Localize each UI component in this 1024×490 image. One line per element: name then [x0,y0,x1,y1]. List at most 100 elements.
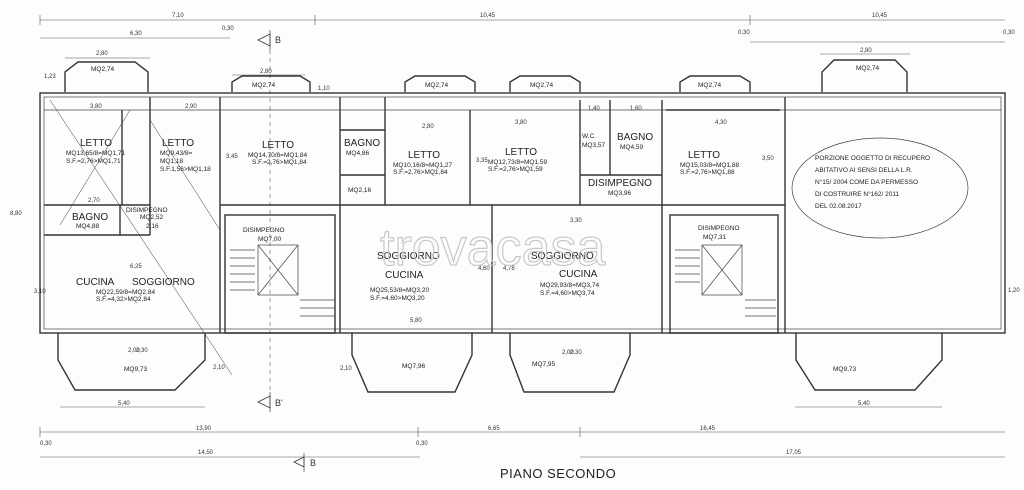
note-line: PORZIONE OGGETTO DI RECUPERO [815,155,930,162]
room-area: S.F.=4,60>MQ3,20 [370,295,425,302]
section-markers: B B' B [257,30,316,472]
dim-label: 8,80 [10,211,22,217]
room-area: S.F.=2,76>MQ1,84 [393,169,448,176]
dim-label: 2,10 [213,365,225,371]
page-title: PIANO SECONDO [500,466,616,481]
section-label: B [275,35,281,45]
dim-label: 1,23 [44,74,56,80]
note-line: DI COSTRUIRE N°162/ 2011 [815,190,900,198]
room-area: MQ14,70/8=MQ1,84 [248,152,307,159]
bottom-dimensions: 5,40 5,40 13,90 6,65 16,45 0,30 0,30 14,… [39,401,1005,458]
dim-label: 13,90 [196,426,212,432]
dim-label: 3,45 [226,154,238,160]
room-area: MQ2,16 [348,187,372,194]
room-name: CUCINA [76,277,115,288]
watermark: trovacasa [380,219,606,277]
room-area: MQ29,93/8=MQ3,74 [540,282,599,289]
room-area: MQ2,52 [140,214,164,221]
dim-label: 0,30 [1003,30,1015,36]
dim-label: 16,45 [700,426,716,432]
dim-label: 4,78 [503,266,515,272]
room-area: S.F.1,56>MQ1,18 [160,166,211,173]
dim-label: 17,05 [786,450,802,456]
dim-label: 0,30 [738,30,750,36]
room-name: LETTO [688,150,720,161]
room-name: LETTO [80,138,112,149]
room-area: S.F.=2,76>MQ1,84 [252,159,307,166]
dim-label: 0,30 [416,441,428,447]
dim-label: 5,80 [410,318,422,324]
building-outline [39,92,1006,334]
dim-label: 1,20 [1008,288,1020,294]
room-name: DISIMPEGNO [698,225,740,232]
dim-label: 2,30 [136,348,148,354]
dim-label: 2,80 [96,51,108,57]
dim-label: 2,80 [860,48,872,54]
dim-label: 2,30 [570,350,582,356]
balcony-area: MQ9,73 [124,366,148,373]
dim-label: 2,70 [88,198,100,204]
room-area: MQ1,18 [160,158,184,165]
dim-label: 2,00 [562,350,574,356]
room-area: MQ7,31 [703,234,727,241]
room-name: SOGGIORNO [531,251,594,262]
room-area: MQ13,65/8=MQ1,71 [66,150,125,157]
room-area: S.F.=2,76>MQ1,88 [680,169,735,176]
room-area: MQ22,59/8=MQ2,84 [96,289,155,296]
room-name: BAGNO [72,212,108,223]
room-area: S.F.=2,76>MQ1,71 [66,158,121,165]
dim-label: 3,10 [34,289,46,295]
dim-label: 0,30 [222,26,234,32]
room-name: W.C. [582,133,596,140]
room-name: DISIMPEGNO [588,178,652,189]
balcony-area: MQ2,74 [698,82,722,89]
dim-label: 6,65 [488,426,500,432]
dim-label: 0,30 [40,441,52,447]
dim-label: 14,50 [198,450,214,456]
dim-label: 6,25 [130,264,142,270]
diagonal-marks [49,99,233,376]
room-name: CUCINA [559,269,598,280]
dim-label: 2,10 [340,366,352,372]
balcony-area: MQ2,74 [425,82,449,89]
room-name: DISIMPEGNO [243,227,285,234]
room-area: 2,16 [146,223,159,230]
dim-label: 2,80 [260,69,272,75]
recovery-note: PORZIONE OGGETTO DI RECUPERO ABITATIVO A… [791,137,969,239]
dim-label: 4,60 [478,266,490,272]
top-balconies: MQ2,74 MQ2,74 MQ2,74 MQ2,74 MQ2,74 MQ2,7… [64,59,908,92]
dim-label: 2,80 [422,124,434,130]
room-name: BAGNO [617,132,653,143]
room-name: LETTO [262,140,294,151]
room-area: MQ15,03/8=MQ1,88 [680,162,739,169]
room-name: LETTO [505,147,537,158]
staircase-left [224,214,336,334]
balcony-area: MQ2,74 [530,82,554,89]
room-name: BAGNO [344,138,380,149]
dim-label: 3,30 [570,218,582,224]
room-area: S.F.=2,76>MQ1,59 [488,166,543,173]
room-area: S.F.=4,32>MQ2,84 [96,296,151,303]
note-line: ABITATIVO AI SENSI DELLA L.R. [815,167,913,174]
room-labels: LETTO MQ13,65/8=MQ1,71 S.F.=2,76>MQ1,71 … [66,132,740,303]
room-area: MQ10,16/8=MQ1,27 [393,162,452,169]
section-label: B' [275,398,283,408]
room-area: S.F.=4,60>MQ3,74 [540,290,595,297]
dim-label: 7,10 [172,13,184,19]
room-name: SOGGIORNO [132,277,195,288]
dim-label: 5,40 [858,401,870,407]
room-area: MQ4,86 [346,150,370,157]
dim-label: 3,35 [476,158,488,164]
interior-dimensions: 3,80 2,90 2,80 3,80 1,40 1,60 4,30 2,70 … [10,74,1020,324]
dim-label: 6,30 [130,31,142,37]
room-name: LETTO [162,138,194,149]
top-dimensions: 7,10 10,45 10,45 6,30 0,30 0,30 0,30 2,8… [39,13,1015,76]
room-area: MQ12,73/8=MQ1,59 [488,159,547,166]
balcony-area: MQ7,96 [402,363,426,370]
room-name: LETTO [408,150,440,161]
room-area: MQ3,96 [608,190,632,197]
note-line: N°15/ 2004 COME DA PERMESSO [815,178,918,186]
dim-label: 3,50 [762,156,774,162]
dim-label: 10,45 [872,13,888,19]
